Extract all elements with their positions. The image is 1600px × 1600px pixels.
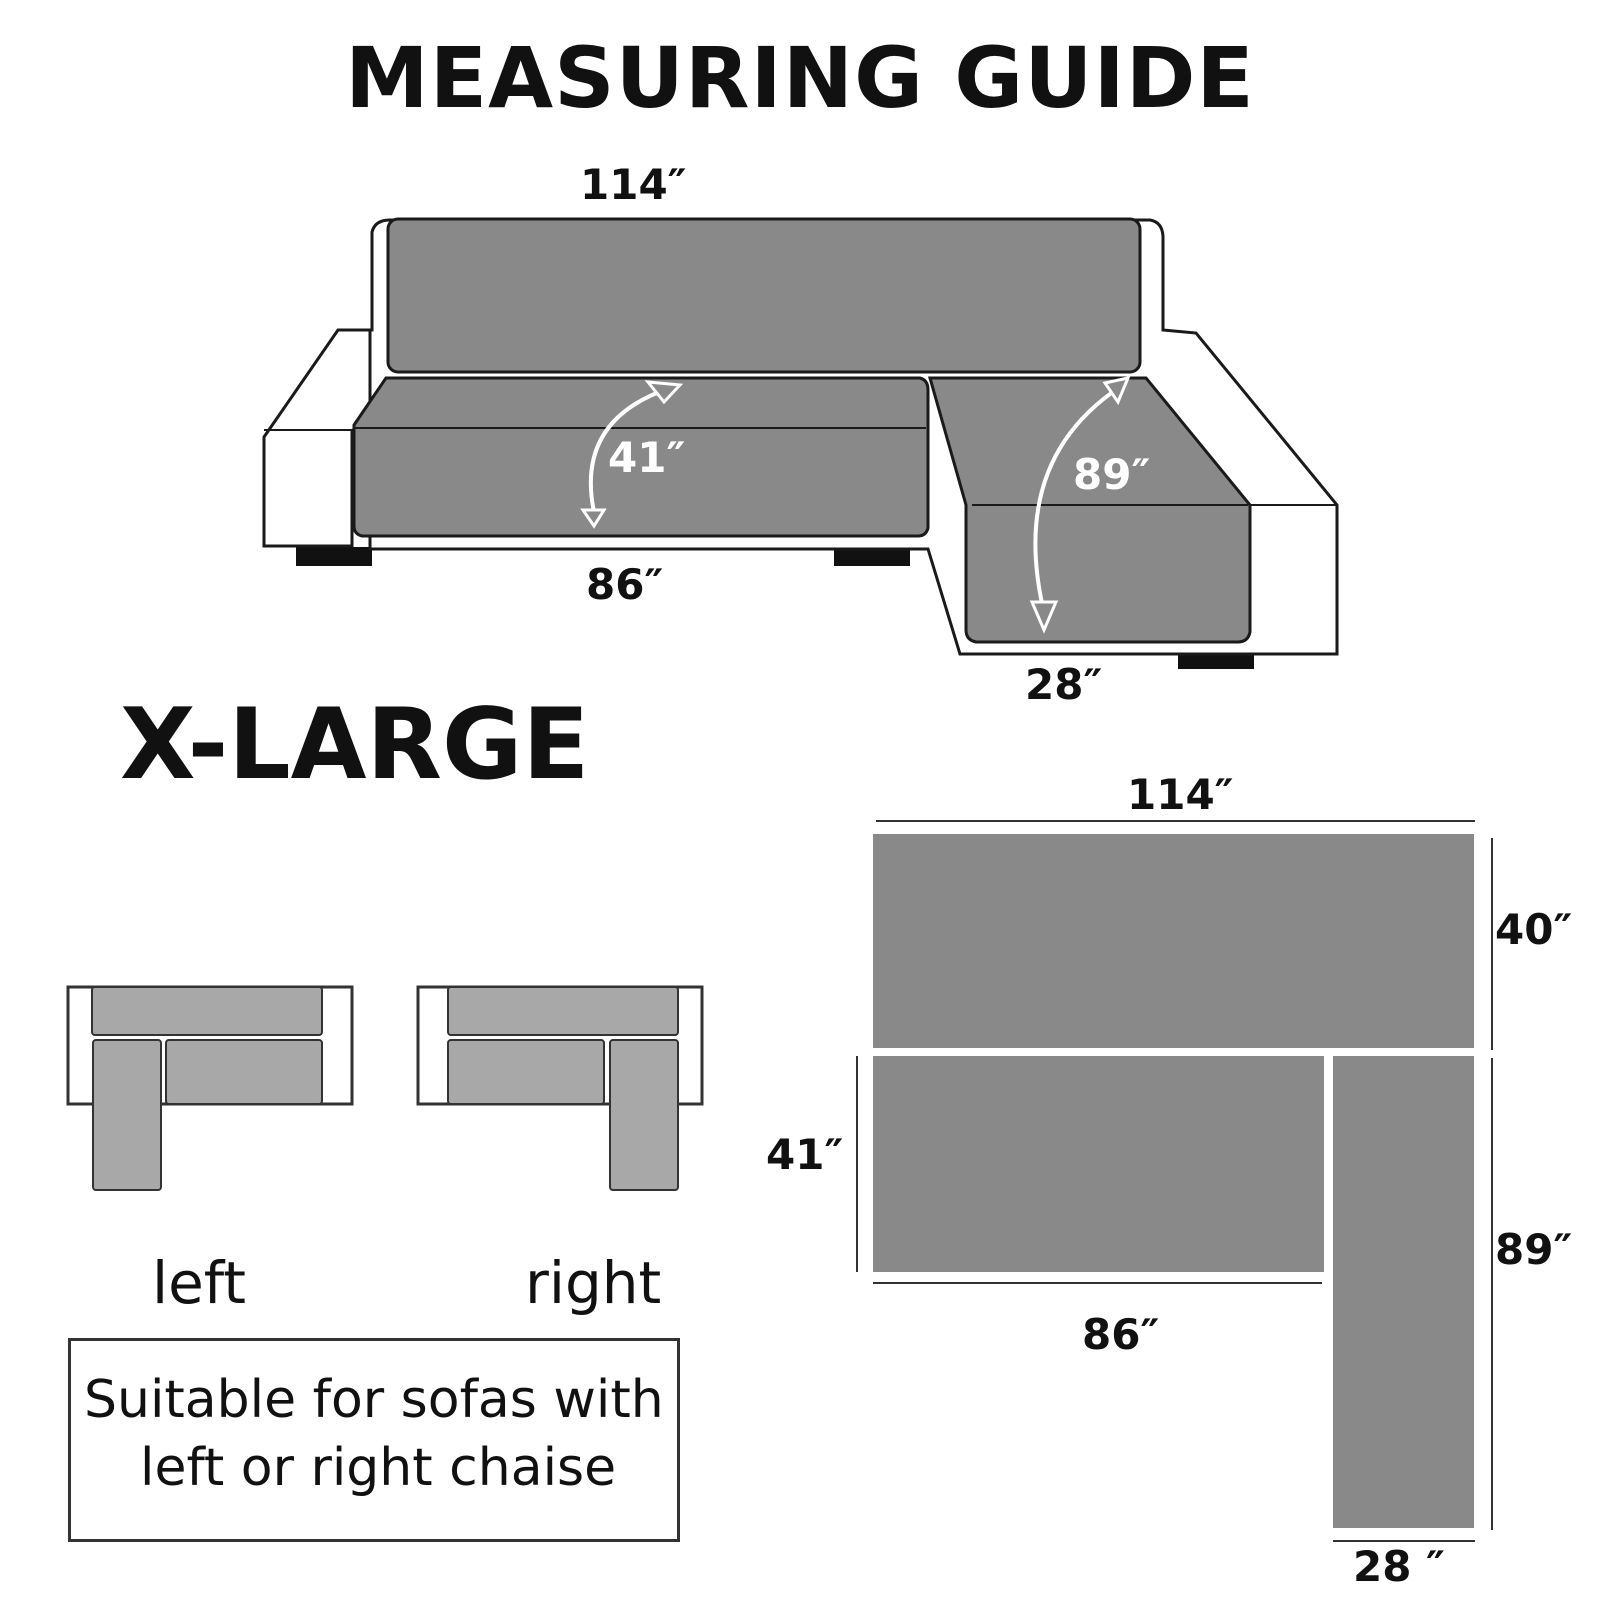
layout-chaise-width-label: 28 ″ [1353,1542,1445,1591]
note-line-1: Suitable for sofas with [84,1370,664,1430]
sofa-foot-left [296,547,372,566]
left-chaise-icon [66,985,354,1191]
left-orientation-label: left [152,1249,246,1317]
right-orientation-label: right [525,1249,662,1317]
sofa-foot-chaise [1178,655,1254,669]
sofa-chaise-width-label: 28″ [1025,660,1103,709]
seat-depth-arrow [580,380,684,529]
sofa-back-width-label: 114″ [580,160,687,209]
right-chaise-icon [416,985,704,1191]
sofa-foot-middle [834,547,910,566]
back-cushion-cover [386,217,1142,374]
layout-top-width-label: 114″ [1127,770,1234,819]
layout-chaise-length-label: 89″ [1495,1225,1573,1274]
seat-cushion-cover [352,376,930,538]
sofa-chaise-length-label: 89″ [1073,450,1151,499]
layout-seat-width-label: 86″ [1082,1310,1160,1359]
layout-seat-height-label: 41″ [766,1130,844,1179]
note-box [68,1338,680,1542]
note-line-2: left or right chaise [140,1438,617,1498]
sofa-seat-depth-label: 41″ [608,433,686,482]
sofa-seat-width-label: 86″ [586,560,664,609]
layout-seat-panel [873,1056,1324,1272]
chaise-length-arrow [1029,375,1131,634]
layout-back-panel [873,834,1474,1048]
layout-chaise-panel [1333,1056,1474,1528]
page-title: MEASURING GUIDE [345,29,1255,127]
layout-top-height-label: 40″ [1495,905,1573,954]
chaise-cushion-cover [928,376,1252,644]
size-label: X-LARGE [120,688,590,802]
